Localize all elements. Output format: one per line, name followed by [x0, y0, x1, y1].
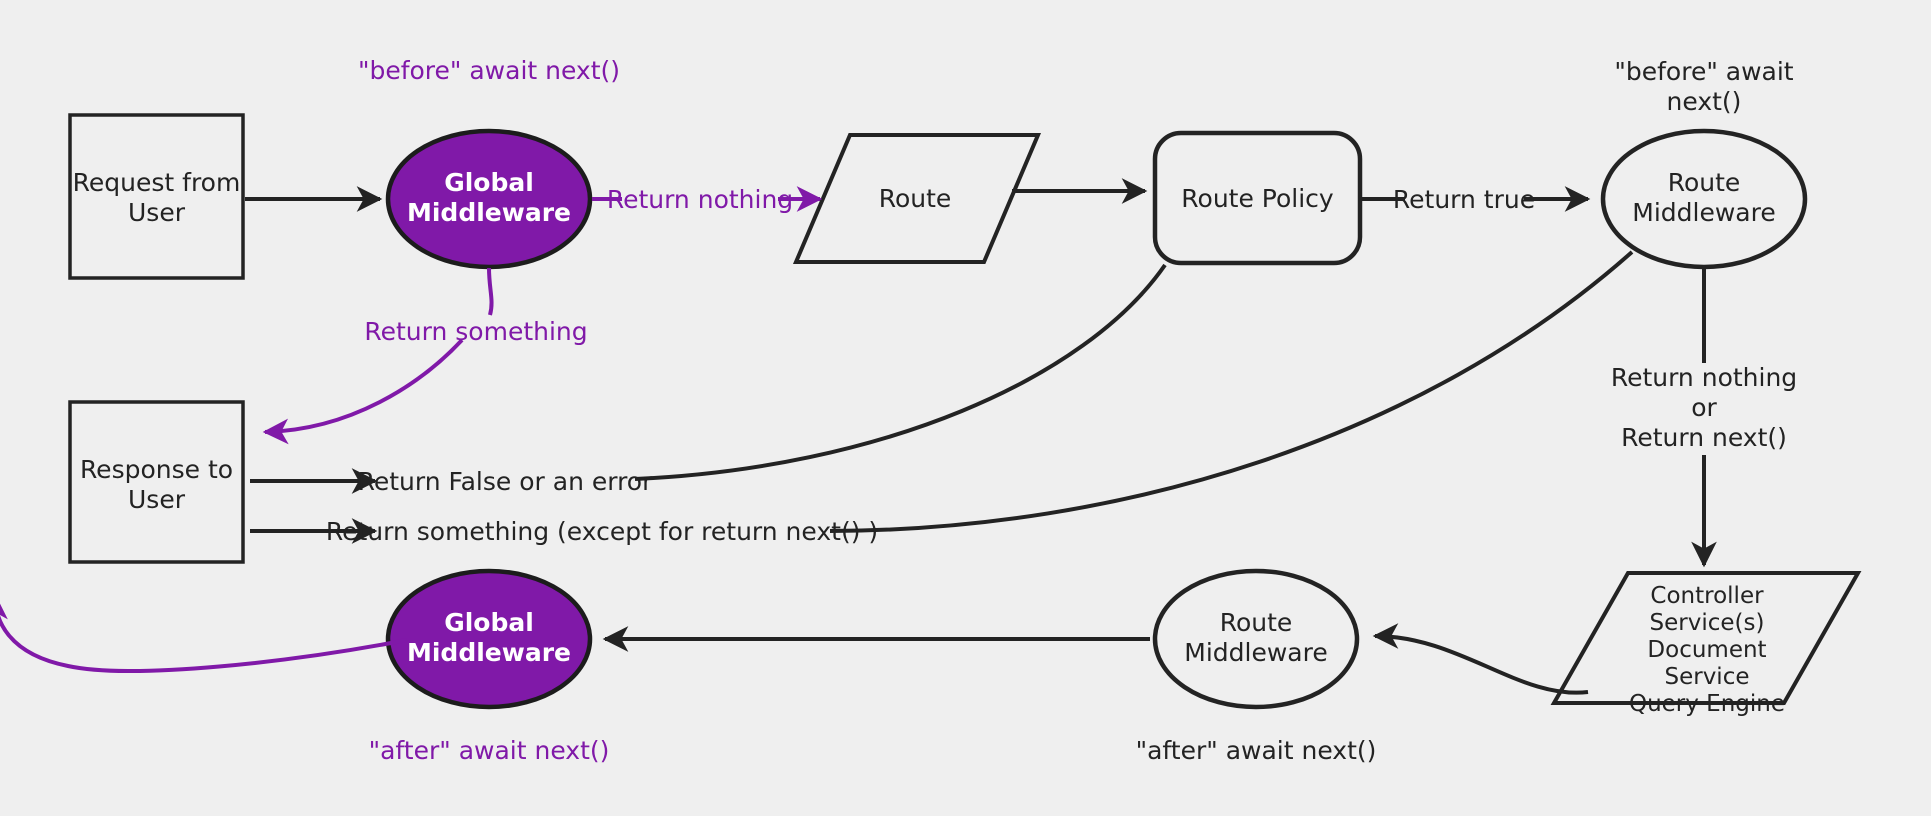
- edge-route-policy-to-response-curve: [634, 263, 1167, 481]
- node-controller-shape: [1550, 571, 1862, 705]
- edge-global-middleware-top-to-response: [487, 267, 494, 316]
- node-route-shape: [792, 133, 1042, 264]
- edge-controller-to-route-middleware-bottom: [1372, 623, 1589, 695]
- node-global-middleware-top-shape: [385, 128, 593, 270]
- node-response-shape: [68, 400, 245, 564]
- edge-route-middleware-top-to-response-curve: [829, 250, 1634, 533]
- edge-return-something-to-response: [262, 338, 464, 445]
- node-global-middleware-bottom-shape: [385, 568, 593, 710]
- edge-global-middleware-bottom-to-response: [0, 593, 408, 673]
- node-route-middleware-top-shape: [1600, 128, 1808, 270]
- node-route-middleware-bottom-shape: [1152, 568, 1360, 710]
- node-request-shape: [68, 113, 245, 280]
- node-route-policy-shape: [1152, 130, 1363, 266]
